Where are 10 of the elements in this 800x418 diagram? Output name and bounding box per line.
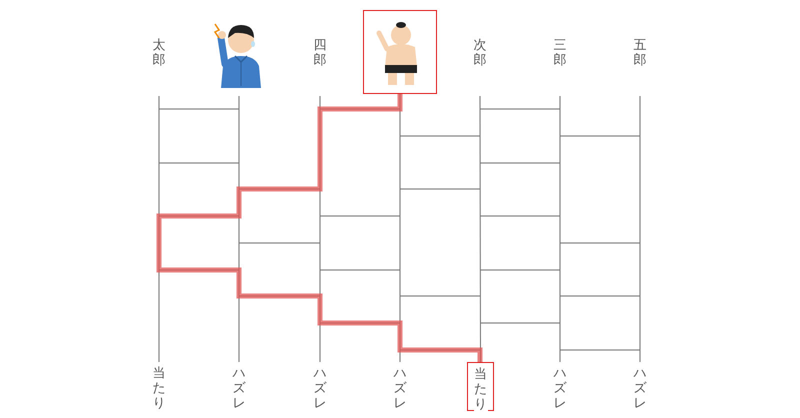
highlight-box bbox=[363, 10, 437, 94]
highlight-box bbox=[467, 362, 494, 411]
result-label: 当たり bbox=[474, 367, 488, 412]
name-label: 三郎 bbox=[553, 38, 567, 68]
highlighted-path bbox=[156, 94, 482, 362]
result-label: 当たり bbox=[152, 366, 166, 411]
name-label: 五郎 bbox=[633, 38, 647, 68]
name-label: 四郎 bbox=[313, 38, 327, 68]
name-label: 次郎 bbox=[473, 38, 487, 68]
name-label: 太郎 bbox=[152, 38, 166, 68]
